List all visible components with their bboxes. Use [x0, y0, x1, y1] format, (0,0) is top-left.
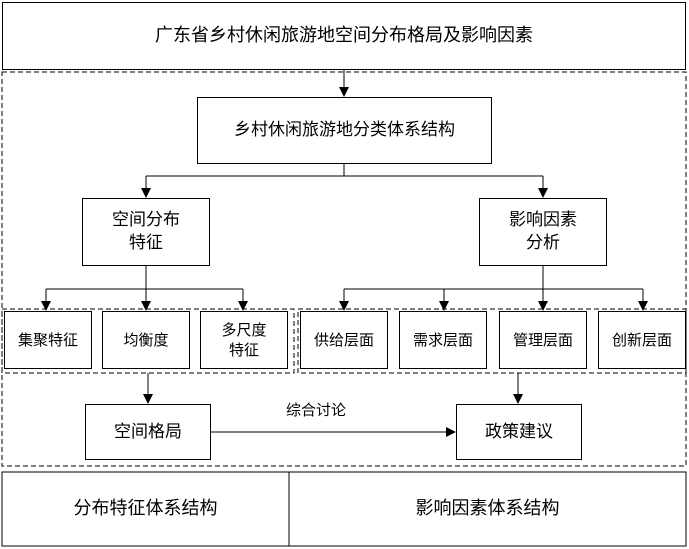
- classification-box: 乡村休闲旅游地分类体系结构: [197, 97, 492, 164]
- management-level-box: 管理层面: [499, 311, 587, 369]
- cluster-feature-box: 集聚特征: [4, 311, 92, 369]
- influencing-factors-box: 影响因素 分析: [479, 198, 607, 266]
- supply-level-box: 供给层面: [300, 311, 388, 369]
- balance-degree-box: 均衡度: [102, 311, 190, 369]
- spatial-pattern-box: 空间格局: [85, 404, 211, 460]
- footer-frame: [1, 471, 687, 547]
- footer-left-cell: 分布特征体系结构: [73, 497, 218, 519]
- discussion-label: 综合讨论: [286, 401, 347, 419]
- spatial-distribution-box: 空间分布 特征: [82, 198, 210, 266]
- multiscale-feature-box: 多尺度 特征: [200, 311, 288, 369]
- analysis-section-frame: [1, 71, 687, 467]
- factor-section-frame: [297, 308, 687, 374]
- footer-right-cell: 影响因素体系结构: [415, 497, 560, 519]
- innovation-level-box: 创新层面: [598, 311, 686, 369]
- demand-level-box: 需求层面: [399, 311, 487, 369]
- policy-box: 政策建议: [456, 404, 582, 460]
- title-box: 广东省乡村休闲旅游地空间分布格局及影响因素: [2, 2, 686, 70]
